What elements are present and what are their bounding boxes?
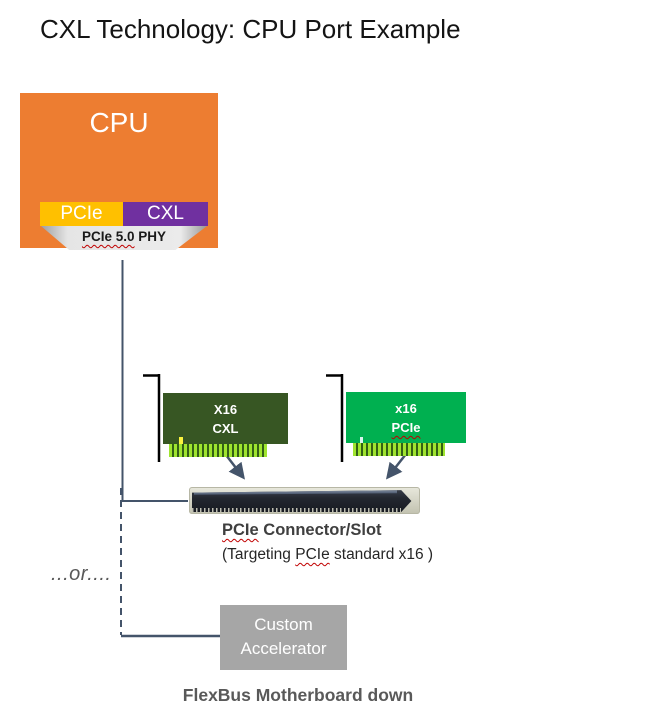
- cxl-card: X16 CXL: [163, 393, 288, 444]
- cpu-label: CPU: [89, 107, 149, 138]
- accelerator-line1: Custom: [254, 615, 313, 634]
- slot-title-rest: Connector/Slot: [258, 521, 382, 539]
- or-label: ...or....: [51, 563, 112, 585]
- custom-accelerator-box: Custom Accelerator: [220, 605, 347, 670]
- cxl-card-bracket: [143, 374, 161, 462]
- page-title: CXL Technology: CPU Port Example: [40, 14, 461, 44]
- cpu-box: CPU PCIe CXL PCIe 5.0 PHY: [20, 93, 218, 250]
- pcie-card-to-slot-arrow: [385, 453, 407, 480]
- slot-subtitle-word: PCIe: [295, 546, 330, 563]
- pcie-card-line2: PCIe: [391, 420, 421, 435]
- cpu-pcie-port: PCIe: [40, 202, 123, 226]
- cxl-card-to-slot-arrow: [225, 454, 245, 480]
- pcie-card: x16 PCIe: [346, 392, 466, 443]
- slot-title: PCIe Connector/Slot: [222, 521, 382, 540]
- cxl-card-line1: X16: [213, 402, 238, 417]
- accelerator-line2: Accelerator: [240, 639, 327, 658]
- cxl-card-line2: CXL: [212, 421, 239, 436]
- footer-label: FlexBus Motherboard down: [182, 685, 414, 705]
- pcie-slot-opening: [192, 490, 412, 512]
- cxl-card-edge-fingers: [169, 444, 267, 457]
- slot-title-word: PCIe: [222, 521, 259, 539]
- cpu-to-slot-connector-line: [121, 260, 188, 502]
- slot-subtitle: (Targeting PCIe standard x16 ): [222, 546, 433, 564]
- phy-banner: PCIe 5.0 PHY: [41, 226, 207, 250]
- slot-subtitle-prefix: (Targeting: [222, 546, 296, 563]
- cpu-cxl-port: CXL: [123, 202, 208, 226]
- slot-subtitle-rest: standard x16 ): [329, 546, 434, 563]
- pcie-card-edge-fingers: [353, 443, 445, 456]
- pcie-card-bracket: [326, 374, 344, 462]
- phy-label: PCIe 5.0: [81, 229, 135, 244]
- pcie-slot-graphic: [189, 487, 420, 514]
- pcie-slot-highlight: [194, 490, 397, 495]
- pcie-slot-contacts: [192, 508, 402, 512]
- phy-label-suffix: PHY: [134, 229, 167, 244]
- pcie-card-line1: x16: [395, 401, 417, 416]
